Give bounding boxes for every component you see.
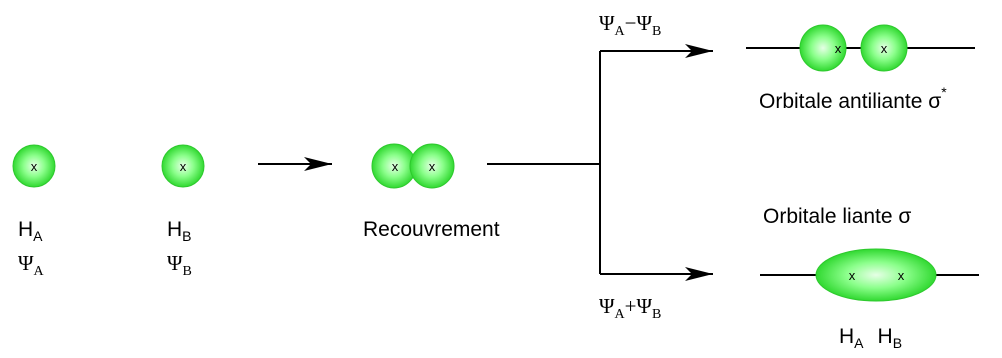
nucleus-mark-a: x bbox=[31, 159, 38, 174]
bonding-mark-a: x bbox=[849, 268, 856, 283]
overlap-group: x x Recouvrement bbox=[363, 144, 500, 241]
atom-a: x HA ΨA bbox=[13, 145, 55, 279]
nucleus-mark-b: x bbox=[180, 159, 187, 174]
overlap-label: Recouvrement bbox=[363, 218, 500, 241]
overlap-mark-b: x bbox=[429, 159, 436, 174]
branch-connector bbox=[487, 51, 713, 274]
overlap-mark-a: x bbox=[392, 159, 399, 174]
atom-a-wavefunction: ΨA bbox=[18, 251, 45, 279]
atom-b: x HB ΨB bbox=[162, 145, 204, 279]
atom-b-wavefunction: ΨB bbox=[167, 251, 192, 279]
atom-b-label: HB bbox=[167, 218, 192, 244]
bonding-combination: ΨA+ΨB bbox=[599, 294, 661, 322]
antibonding-label: Orbitale antiliante σ* bbox=[759, 84, 947, 113]
bonding-label: Orbitale liante σ bbox=[763, 205, 911, 228]
antibonding-orbital: x x Orbitale antiliante σ* bbox=[746, 25, 975, 113]
atom-a-label: HA bbox=[18, 218, 43, 244]
antibonding-combination: ΨA−ΨB bbox=[599, 11, 661, 39]
bonding-mark-b: x bbox=[898, 268, 905, 283]
bonding-lobe bbox=[816, 249, 936, 301]
antibonding-mark-b: x bbox=[881, 41, 888, 56]
antibonding-mark-a: x bbox=[835, 41, 842, 56]
